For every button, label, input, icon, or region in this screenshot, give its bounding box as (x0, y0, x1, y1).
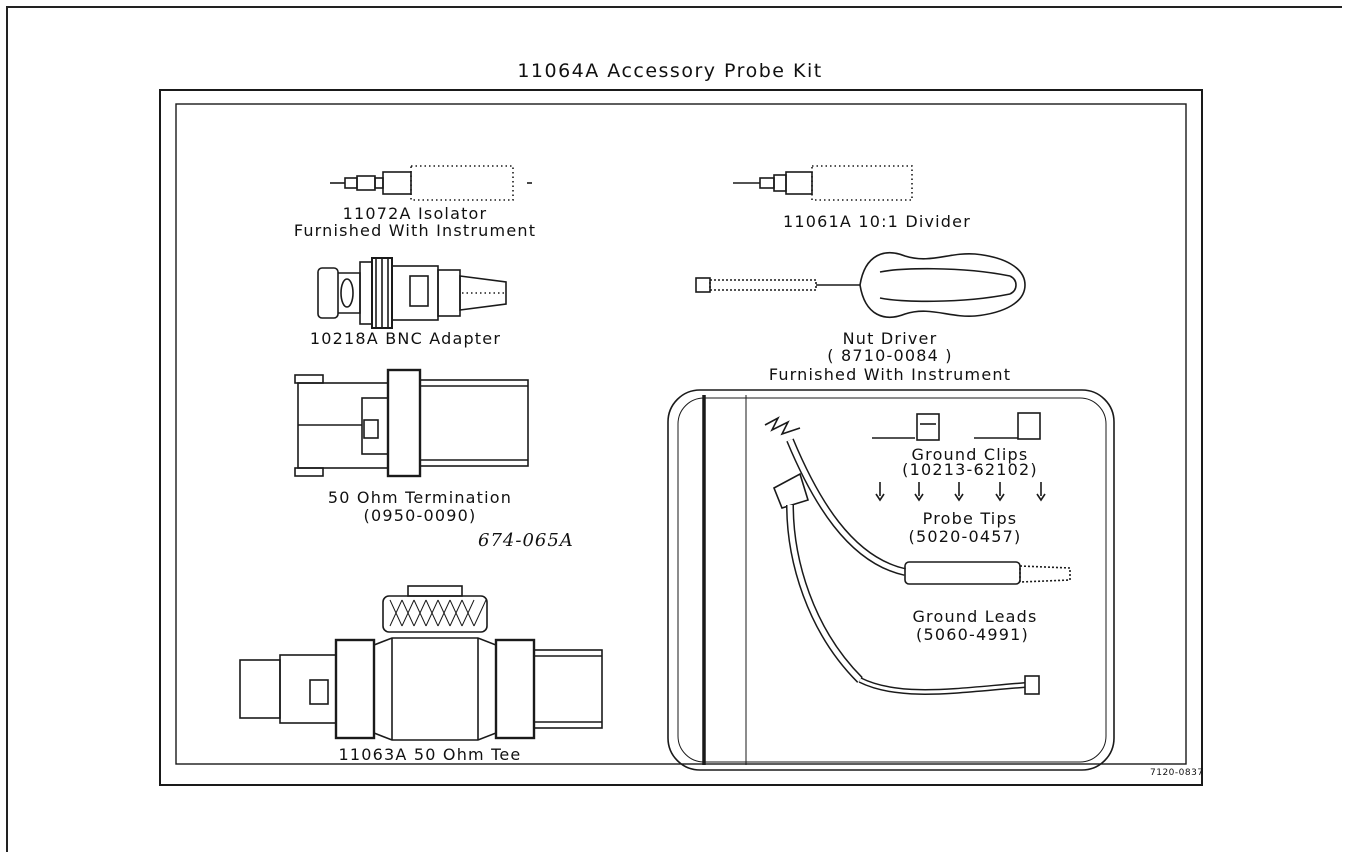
isolator-illustration (330, 165, 532, 201)
ground-leads-label: Ground Leads (912, 607, 1038, 626)
inner-frame (175, 103, 1187, 765)
isolator-note: Furnished With Instrument (293, 221, 537, 240)
tee-label: 11063A 50 Ohm Tee (338, 745, 522, 764)
nut-driver-illustration (695, 252, 1026, 318)
nut-driver-note: Furnished With Instrument (768, 365, 1012, 384)
page-border (6, 6, 1342, 852)
bnc-adapter-label: 10218A BNC Adapter (309, 329, 502, 348)
probe-tips-label: Probe Tips (922, 509, 1018, 528)
outer-frame (159, 89, 1203, 786)
termination-part-number: (0950-0090) (363, 506, 477, 525)
pouch-illustration (667, 389, 1115, 771)
nut-driver-label: Nut Driver (842, 329, 938, 348)
divider-illustration (733, 165, 913, 201)
ground-clips-part-number: (10213-62102) (902, 460, 1038, 479)
ground-leads-part-number: (5060-4991) (916, 625, 1029, 644)
termination-illustration (294, 368, 529, 478)
ground-clips-label: Ground Clips (911, 445, 1029, 464)
figure-code: 7120-0837 (1150, 768, 1204, 778)
diagram-title: 11064A Accessory Probe Kit (517, 60, 823, 82)
tee-illustration (239, 585, 603, 741)
divider-label: 11061A 10:1 Divider (782, 212, 971, 231)
bnc-adapter-illustration (317, 257, 507, 329)
nut-driver-part-number: ( 8710-0084 ) (827, 346, 953, 365)
termination-label: 50 Ohm Termination (327, 488, 513, 507)
handwritten-note: 674-065A (478, 530, 574, 551)
probe-tips-part-number: (5020-0457) (908, 527, 1022, 546)
isolator-label: 11072A Isolator (342, 204, 488, 223)
